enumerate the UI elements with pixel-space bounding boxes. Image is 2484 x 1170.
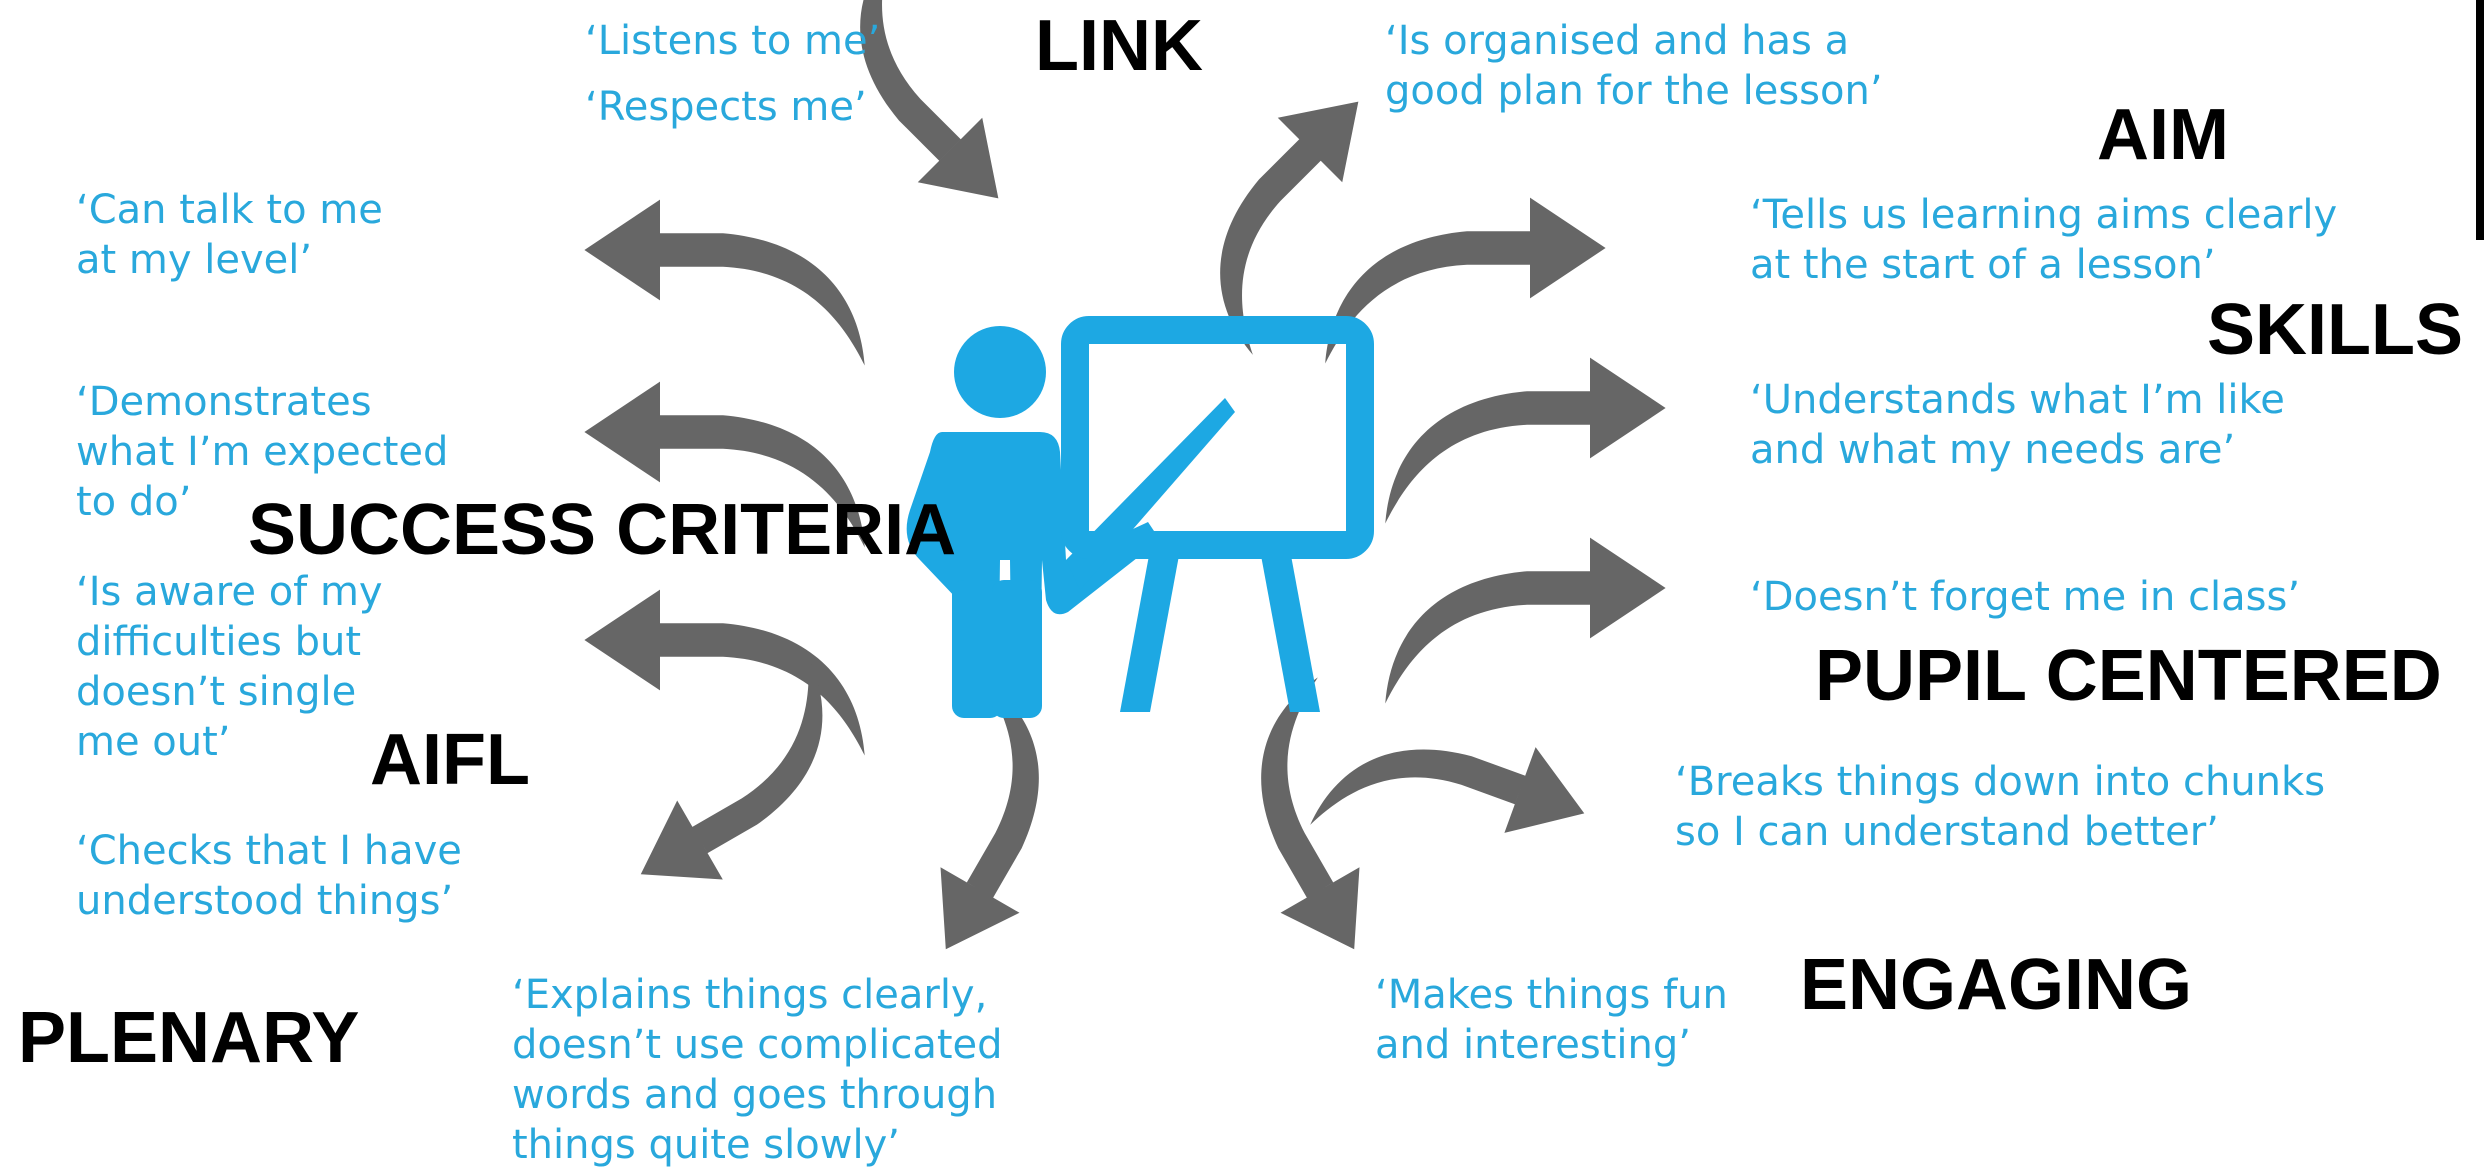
quote-breaks-things-down: ‘Breaks things down into chunks so I can…	[1675, 759, 2326, 855]
edge-divider	[2476, 0, 2484, 240]
quote-tells-learning-aims: ‘Tells us learning aims clearly at the s…	[1750, 192, 2338, 288]
teacher-at-board-icon	[906, 316, 1374, 718]
quote-demonstrates: ‘Demonstrates what I’m expected to do’	[76, 379, 449, 525]
quote-explains-clearly: ‘Explains things clearly, doesn’t use co…	[512, 972, 1003, 1168]
quote-makes-things-fun: ‘Makes things fun and interesting’	[1375, 972, 1728, 1068]
label-aim: AIM	[2097, 95, 2229, 175]
arrow-down-right-icon	[1187, 677, 1445, 973]
arrow-right-lower-icon	[1385, 537, 1666, 704]
arrow-left-lower-icon	[584, 589, 865, 756]
quote-talk-at-my-level: ‘Can talk to me at my level’	[76, 187, 383, 283]
quote-checks-understanding: ‘Checks that I have understood things’	[76, 828, 462, 924]
arrow-down-left-near-icon	[855, 677, 1113, 973]
quote-doesnt-forget-me: ‘Doesn’t forget me in class’	[1750, 574, 2301, 620]
label-pupil-centered: PUPIL CENTERED	[1815, 636, 2442, 716]
quote-respects-me: ‘Respects me’	[585, 84, 867, 130]
quote-listens-to-me: ‘Listens to me’	[585, 18, 881, 64]
label-link: LINK	[1035, 6, 1203, 86]
arrow-left-top-icon	[584, 199, 865, 366]
quote-is-organised: ‘Is organised and has a good plan for th…	[1385, 18, 1883, 114]
quote-aware-of-difficulties: ‘Is aware of my difficulties but doesn’t…	[76, 569, 383, 765]
label-skills: SKILLS	[2207, 290, 2464, 370]
label-success-criteria: SUCCESS CRITERIA	[248, 490, 957, 570]
label-aifl: AIFL	[370, 720, 530, 800]
label-engaging: ENGAGING	[1800, 945, 2193, 1025]
quote-understands-me: ‘Understands what I’m like and what my n…	[1750, 377, 2285, 473]
arrow-right-middle-icon	[1385, 357, 1666, 524]
label-plenary: PLENARY	[18, 998, 360, 1078]
